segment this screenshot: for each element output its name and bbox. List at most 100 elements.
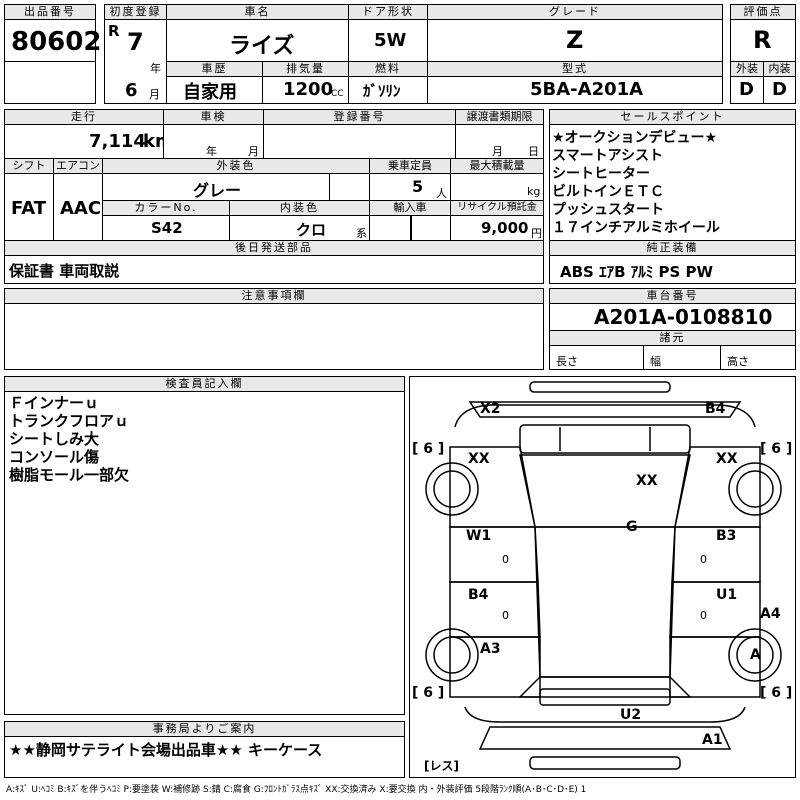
year-unit: 年 (150, 62, 161, 75)
history-cell: 自家用 (166, 76, 263, 104)
equipment: ABS ｴｱB ｱﾙﾐ PS PW (560, 263, 714, 281)
reg-month: 6 (125, 80, 138, 101)
int-color-cell: クロ 系 (229, 215, 370, 241)
inspection-label: 車検 (163, 109, 264, 125)
mark-xx-right: XX (716, 451, 738, 467)
inspector-item: シートしみ大 (9, 430, 100, 448)
recycle-cell: 9,000 円 (450, 215, 544, 241)
door-cell: 5W (348, 19, 428, 62)
chassis-cell: A201A-0108810 (549, 303, 796, 331)
load-cell: kg (450, 173, 544, 201)
length-label: 長さ (556, 355, 578, 368)
inspection-year-unit: 年 (206, 145, 217, 158)
mark-zero-left-1: 0 (502, 553, 509, 566)
int-color-unit: 系 (356, 227, 367, 240)
history-label: 車歴 (166, 61, 263, 77)
mileage-cell: 7,114 km (4, 124, 174, 159)
color-no-label: カラーNo. (102, 200, 230, 216)
recycle-label: リサイクル預託金 (450, 200, 544, 216)
capacity-label: 乗車定員 (369, 158, 451, 174)
car-diagram: X2 B4 [ 6 ] [ 6 ] XX XX XX G W1 B3 B4 U1… (409, 376, 796, 778)
sales-item: スマートアシスト (552, 148, 664, 164)
ext-color: グレー (193, 181, 242, 200)
mark-b4-left: B4 (468, 587, 489, 603)
era: R (108, 22, 120, 40)
height-label: 高さ (727, 355, 749, 368)
car-outline (425, 381, 782, 770)
load-unit: kg (527, 185, 541, 198)
ext-color-extra (329, 173, 370, 201)
displacement: 1200 (283, 79, 334, 100)
model-cell: 5BA-A201A (427, 76, 723, 104)
ac-label: エアコン (53, 158, 103, 174)
inspector-label: 検査員記入欄 (4, 376, 405, 392)
shift-label: シフト (4, 158, 54, 174)
lot-no-cell: 80602 (4, 19, 101, 62)
capacity-unit: 人 (436, 187, 447, 200)
mark-zero-right-2: 0 (700, 609, 707, 622)
ext-label: 外装 (730, 61, 764, 77)
mark-x2: X2 (480, 401, 501, 417)
car-name-cell: ライズ (166, 19, 349, 62)
int-label: 内装 (763, 61, 796, 77)
mark-zero-right-1: 0 (700, 553, 707, 566)
recycle: 9,000 (481, 219, 529, 237)
ext: D (739, 79, 754, 100)
import-label: 輸入車 (369, 200, 451, 216)
color-no-cell: S42 (102, 215, 230, 241)
inspector-item: コンソール傷 (9, 448, 100, 466)
inspector-item: トランクフロアｕ (9, 412, 130, 430)
displacement-label: 排気量 (262, 61, 349, 77)
mark-a: A (750, 647, 761, 663)
grade-cell: Z (427, 19, 723, 62)
yen-unit: 円 (531, 227, 542, 240)
chassis-label: 車台番号 (549, 288, 796, 304)
mileage-label: 走行 (4, 109, 164, 125)
mark-u2: U2 (620, 707, 642, 723)
door-label: ドア形状 (348, 4, 428, 20)
mark-six-bl: [ 6 ] (412, 685, 445, 701)
mark-a1: A1 (702, 732, 723, 748)
lot-no-label: 出品番号 (4, 4, 96, 20)
legend: A:ｷｽﾞ U:ﾍｺﾐ B:ｷｽﾞを伴うﾍｺﾐ P:要塗装 W:補修跡 S:錆 … (6, 785, 587, 795)
mark-g: G (626, 519, 638, 535)
score: R (753, 26, 772, 54)
inspector-cell: Ｆインナーｕ トランクフロアｕ シートしみ大 コンソール傷 樹脂モール一部欠 (4, 391, 405, 715)
later: 保証書 車両取説 (9, 262, 120, 280)
inspection-month-unit: 月 (248, 145, 259, 158)
inspector-item: Ｆインナーｕ (9, 394, 100, 412)
transfer-day-unit: 日 (528, 145, 539, 158)
ac-cell: AAC (53, 173, 103, 241)
grade: Z (566, 26, 584, 54)
car-name: ライズ (229, 34, 295, 59)
lot-no-blank (4, 61, 96, 104)
capacity-cell: 5 人 (369, 173, 451, 201)
mark-w1: W1 (466, 528, 492, 544)
model-label: 型式 (427, 61, 723, 77)
mark-res: [レス] (424, 759, 459, 773)
fuel-label: 燃料 (348, 61, 428, 77)
fuel: ｶﾞｿﾘﾝ (363, 82, 401, 100)
int-cell: D (763, 76, 796, 104)
transfer-cell: 月 日 (455, 124, 544, 159)
cc-unit: CC (331, 89, 344, 99)
grade-label: グレード (427, 4, 723, 20)
model: 5BA-A201A (530, 79, 644, 100)
office-label: 事務局よりご案内 (4, 721, 405, 737)
score-cell: R (730, 19, 796, 62)
mark-xx-left: XX (468, 451, 490, 467)
load-label: 最大積載量 (450, 158, 544, 174)
dims-height: 高さ (720, 345, 796, 370)
int-color: クロ (296, 221, 327, 239)
sales-item: ビルトインＥＴＣ (552, 184, 664, 200)
first-reg-label: 初度登録 (104, 4, 167, 20)
lot-no: 80602 (11, 27, 102, 57)
car-name-label: 車名 (166, 4, 349, 20)
office: ★★静岡サテライト会場出品車★★ キーケース (9, 741, 323, 759)
dims-width: 幅 (643, 345, 721, 370)
shift: FAT (11, 198, 47, 219)
capacity: 5 (412, 177, 424, 196)
door: 5W (374, 30, 407, 51)
fuel-cell: ｶﾞｿﾘﾝ (348, 76, 428, 104)
inspector-item: 樹脂モール一部欠 (9, 466, 130, 484)
